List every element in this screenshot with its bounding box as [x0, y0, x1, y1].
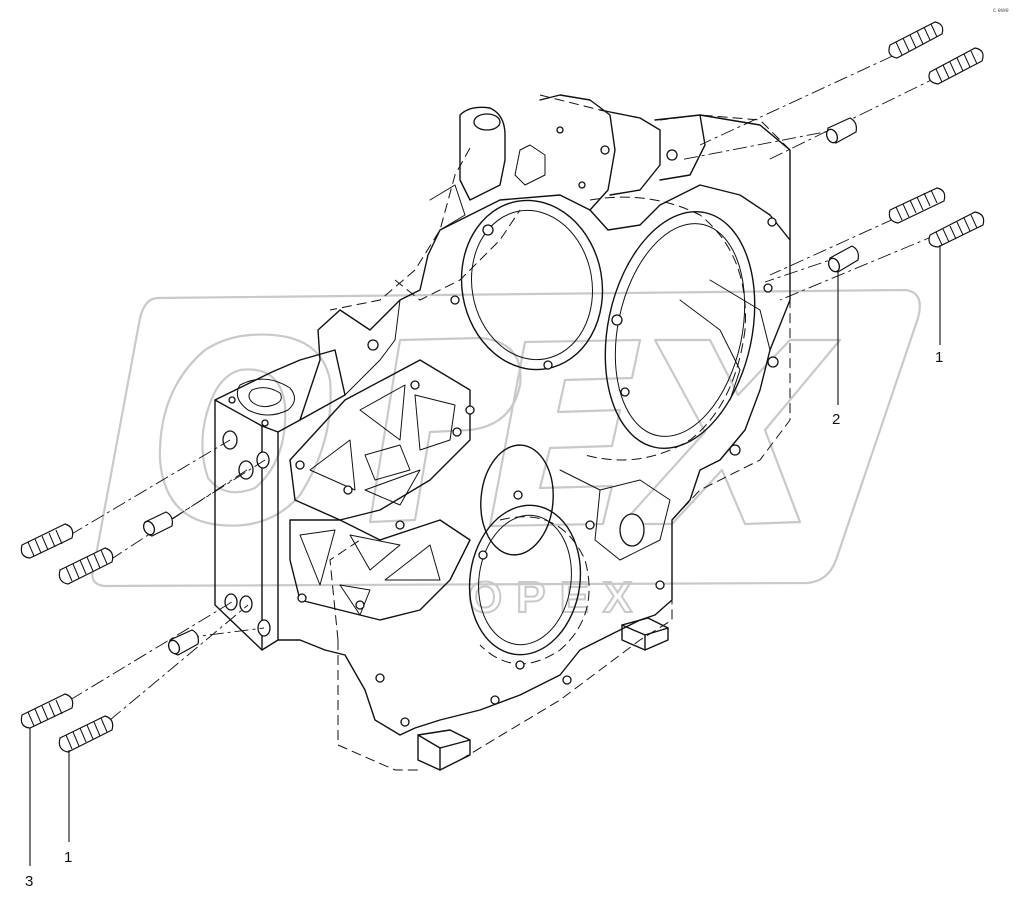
watermark-logo: OPEX	[91, 288, 921, 623]
timing-gear-cover	[214, 94, 791, 771]
cover-phantom-outline	[329, 94, 791, 771]
callout-1-bottom: 1	[64, 750, 72, 866]
stud-left-lower	[58, 547, 114, 585]
stud-mid-lower	[928, 211, 985, 248]
callout-2: 2	[832, 272, 840, 428]
stud-left-upper	[20, 523, 74, 559]
callout-3: 3	[25, 728, 33, 890]
bushing-top	[825, 117, 857, 144]
stud-bottom-lower	[58, 715, 114, 753]
callout-label: 1	[935, 349, 943, 366]
corner-code: c ewe	[993, 8, 1009, 14]
stud-bottom-upper	[20, 693, 74, 729]
callout-label: 1	[64, 849, 72, 866]
callout-label: 2	[832, 411, 840, 428]
callout-label: 3	[25, 873, 33, 890]
stud-mid-upper	[888, 187, 946, 224]
bushing-left-lower	[167, 629, 199, 656]
bushing-mid	[827, 245, 859, 273]
svg-text:OPEX: OPEX	[468, 573, 646, 622]
stud-top-lower	[928, 47, 984, 85]
stud-top-upper	[888, 21, 944, 59]
callout-1-right: 1	[935, 245, 943, 366]
bushing-left-upper	[142, 511, 173, 537]
